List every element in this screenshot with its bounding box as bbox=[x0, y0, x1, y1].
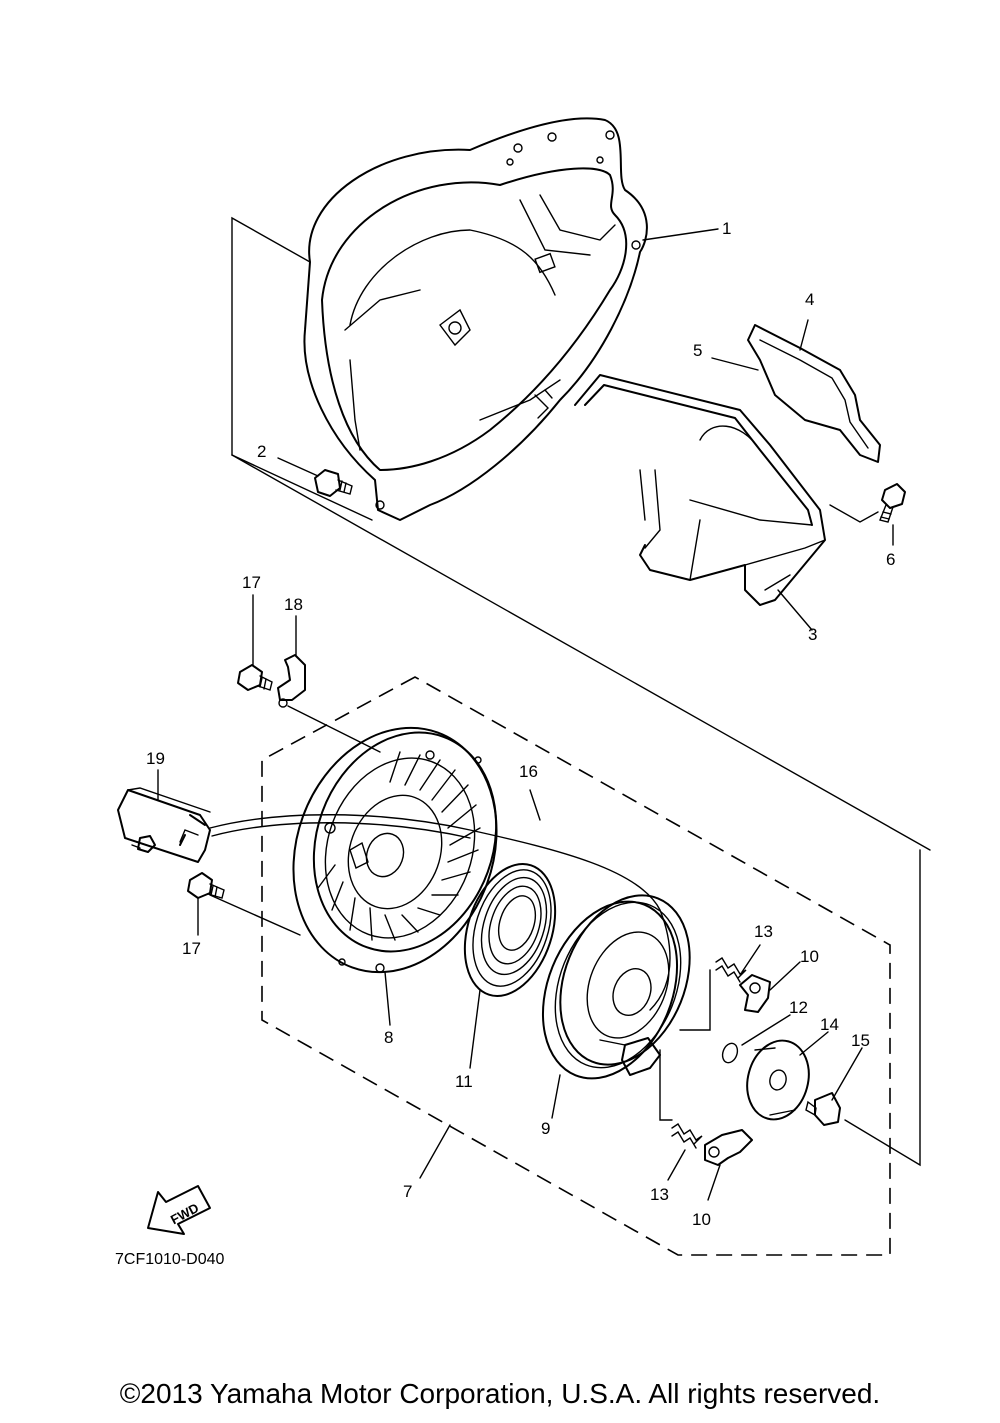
callout-13-lower: 13 bbox=[650, 1185, 669, 1204]
callout-11: 11 bbox=[455, 1072, 473, 1091]
spring-13-lower bbox=[667, 1123, 703, 1181]
assembly-boundary-7 bbox=[261, 676, 891, 1256]
callout-10-upper: 10 bbox=[800, 947, 819, 966]
bracket-plate-4 bbox=[711, 319, 881, 463]
callout-13-upper: 13 bbox=[754, 922, 773, 941]
bolt-17-upper bbox=[237, 594, 273, 691]
callout-8: 8 bbox=[384, 1028, 393, 1047]
callout-10-lower: 10 bbox=[692, 1210, 711, 1229]
circlip-12 bbox=[721, 1014, 791, 1064]
air-duct-3 bbox=[574, 374, 826, 631]
callout-16: 16 bbox=[519, 762, 538, 781]
diagram-code: 7CF1010-D040 bbox=[115, 1251, 225, 1268]
starter-case-8 bbox=[209, 726, 498, 1026]
callout-2: 2 bbox=[257, 442, 266, 461]
spring-13-upper bbox=[715, 944, 761, 983]
callout-3: 3 bbox=[808, 625, 817, 644]
callout-17-lower: 17 bbox=[182, 939, 201, 958]
starter-rope-16 bbox=[209, 789, 671, 1011]
copyright-notice: ©2013 Yamaha Motor Corporation, U.S.A. A… bbox=[119, 1378, 881, 1409]
callout-18: 18 bbox=[284, 595, 303, 614]
clip-18 bbox=[277, 615, 381, 753]
bolt-17-lower bbox=[187, 872, 225, 936]
callout-5: 5 bbox=[693, 341, 702, 360]
callout-4: 4 bbox=[805, 290, 814, 309]
pawl-10-upper bbox=[739, 961, 801, 1013]
pawl-10-lower bbox=[704, 1129, 753, 1201]
pulley-reel-9 bbox=[541, 894, 691, 1119]
callout-14: 14 bbox=[820, 1015, 839, 1034]
callout-7: 7 bbox=[403, 1182, 412, 1201]
callout-12: 12 bbox=[789, 998, 808, 1017]
callout-6: 6 bbox=[886, 550, 895, 569]
fwd-label: FWD bbox=[168, 1200, 201, 1227]
callout-17-upper: 17 bbox=[242, 573, 261, 592]
screw-6 bbox=[829, 483, 906, 546]
fwd-arrow-icon: FWD bbox=[147, 1185, 211, 1235]
friction-plate-14 bbox=[746, 1031, 829, 1121]
callout-1: 1 bbox=[722, 219, 731, 238]
callout-15: 15 bbox=[851, 1031, 870, 1050]
screw-15 bbox=[805, 849, 921, 1167]
callout-19: 19 bbox=[146, 749, 165, 768]
bolt-2 bbox=[277, 457, 353, 497]
spiral-spring-11 bbox=[463, 863, 557, 1069]
starter-handle-19 bbox=[117, 769, 211, 863]
fan-housing bbox=[303, 117, 648, 521]
callout-9: 9 bbox=[541, 1119, 550, 1138]
